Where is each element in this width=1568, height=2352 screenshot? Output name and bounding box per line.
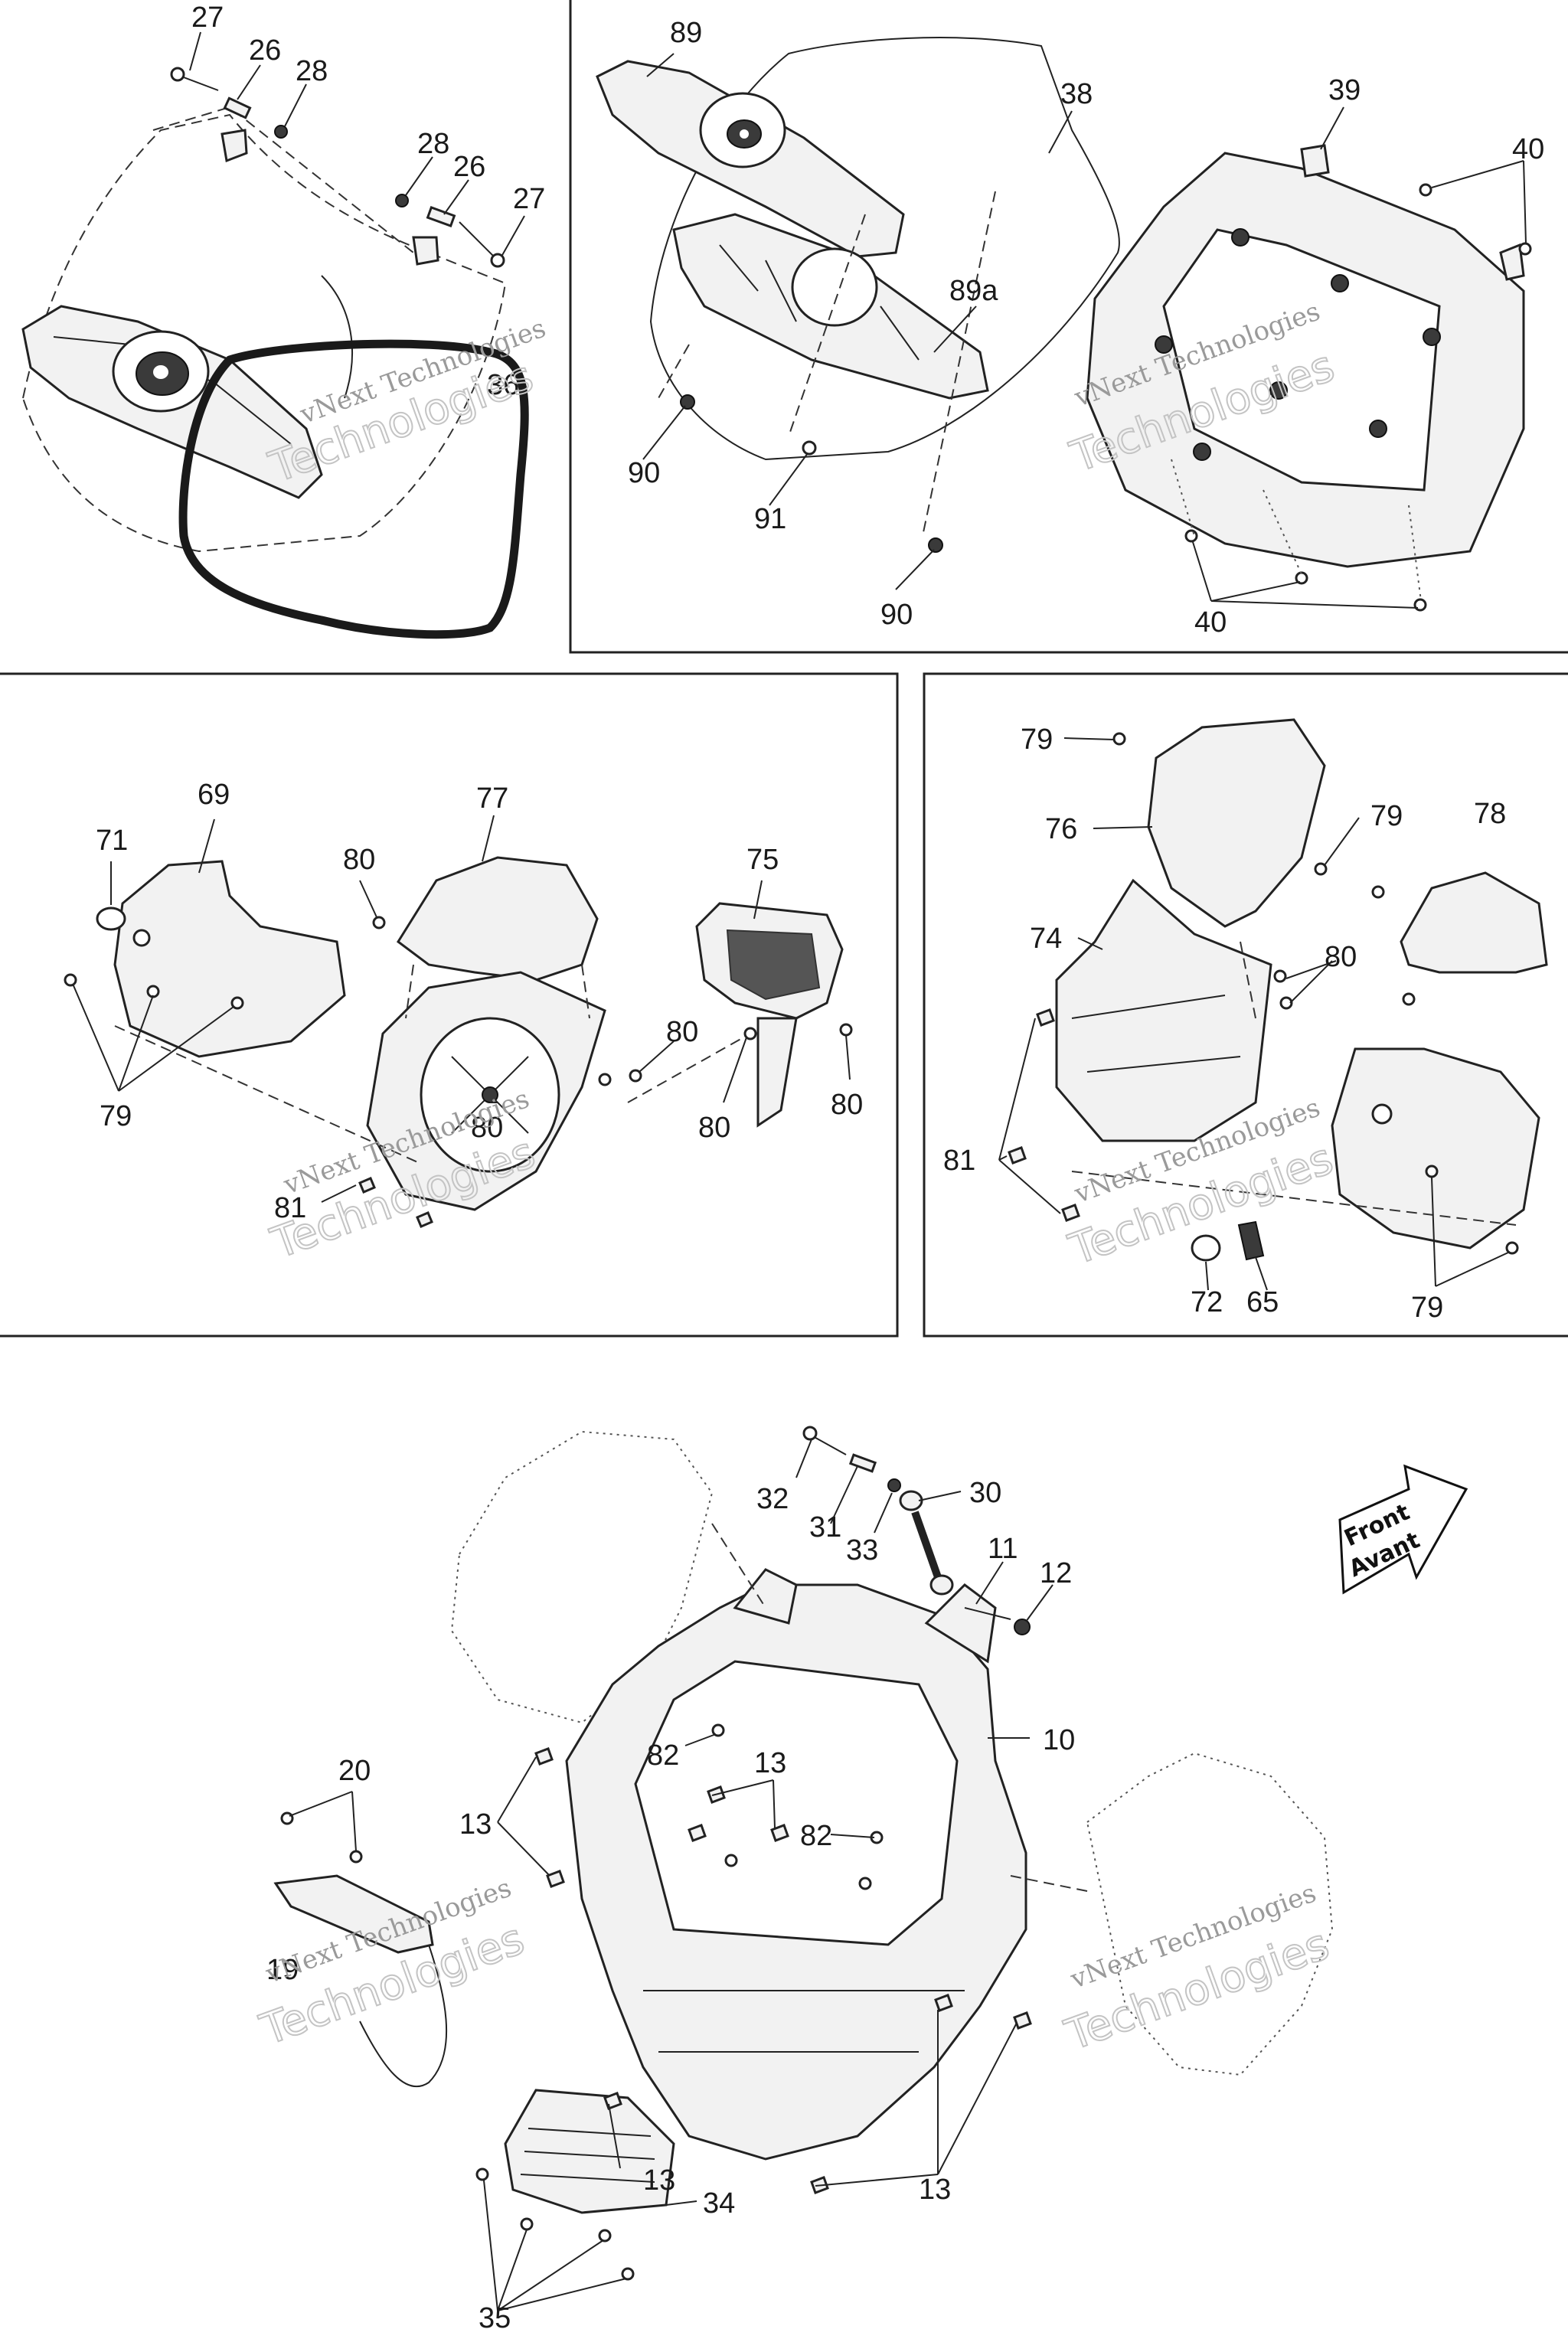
callout-90: 90 (628, 457, 660, 489)
part-71-plug (96, 906, 126, 931)
strut-assembly (802, 1426, 1031, 1635)
callout-12: 12 (1040, 1557, 1072, 1589)
part-75-vent-grille (695, 902, 844, 1128)
part-65-grommet (1237, 1220, 1265, 1261)
part-89-console (596, 60, 905, 258)
callout-26: 26 (249, 34, 281, 67)
windshield-seal (178, 339, 529, 639)
callout-13: 13 (919, 2174, 951, 2206)
panel-windshield-seal (21, 67, 529, 639)
callout-80: 80 (471, 1112, 503, 1144)
part-72-plug (1191, 1234, 1221, 1262)
callout-80: 80 (1325, 941, 1357, 973)
front-direction-arrow: Front Avant (1338, 1464, 1468, 1595)
callout-89: 89 (670, 17, 702, 49)
part-77-upper-shroud (396, 856, 599, 982)
callout-89a: 89a (949, 275, 998, 307)
callout-10: 10 (1043, 1724, 1075, 1756)
callout-26: 26 (453, 151, 485, 183)
callout-76: 76 (1045, 813, 1077, 845)
callout-78: 78 (1474, 798, 1506, 830)
screws-79-80-81 (1008, 732, 1519, 1255)
callout-30: 30 (969, 1477, 1001, 1509)
part-74-side-panel (1055, 878, 1272, 1142)
fastener-group-left (170, 67, 288, 163)
callout-31: 31 (809, 1511, 841, 1544)
callout-27: 27 (191, 2, 224, 34)
callout-38: 38 (1060, 78, 1093, 110)
callout-40: 40 (1194, 606, 1227, 639)
callout-82: 82 (647, 1740, 679, 1772)
callout-72: 72 (1191, 1286, 1223, 1318)
panel-main-housing: Front Avant (273, 1426, 1468, 2281)
lid-fastener-holes (1155, 228, 1441, 461)
callout-28: 28 (296, 55, 328, 87)
callout-74: 74 (1030, 923, 1062, 955)
callout-13: 13 (643, 2164, 675, 2197)
fastener-group-right (395, 194, 505, 268)
callout-82: 82 (800, 1820, 832, 1852)
callout-71: 71 (96, 825, 128, 857)
callout-80: 80 (343, 844, 375, 876)
callout-27: 27 (513, 183, 545, 215)
callout-labels: 27 26 28 28 26 27 36 89 38 39 40 89a 90 … (96, 2, 1544, 2334)
fan-housing (366, 971, 606, 1211)
callout-35: 35 (479, 2302, 511, 2334)
callout-13: 13 (459, 1808, 492, 1841)
screws-82 (711, 1723, 884, 1890)
callout-91: 91 (754, 503, 786, 535)
panel-right-housing (1008, 718, 1548, 1262)
callout-19: 19 (266, 1954, 299, 1986)
panel-console-trim (596, 37, 1532, 612)
callout-90: 90 (880, 599, 913, 631)
part-10-main-housing (565, 1568, 1027, 2161)
callout-79: 79 (100, 1100, 132, 1132)
part-34-tail-light (475, 2089, 675, 2281)
panel-left-housing (64, 856, 853, 1228)
part-39-latch (1300, 144, 1330, 178)
callout-28: 28 (417, 128, 449, 160)
gauge-console (21, 305, 323, 499)
part-69-side-cover (113, 860, 346, 1058)
callout-69: 69 (198, 779, 230, 811)
lower-cover (1331, 1047, 1540, 1250)
callout-34: 34 (703, 2187, 735, 2220)
callout-65: 65 (1246, 1286, 1279, 1318)
callout-80: 80 (831, 1089, 863, 1121)
panel-frames (0, 0, 1568, 1338)
speed-nuts-13 (534, 1747, 1032, 2194)
callout-81: 81 (943, 1145, 975, 1177)
callout-80: 80 (666, 1016, 698, 1048)
callout-80: 80 (698, 1112, 730, 1144)
callout-32: 32 (756, 1483, 789, 1515)
leader-lines (72, 31, 1527, 2311)
part-76-upper-cover (1147, 718, 1326, 928)
callout-33: 33 (846, 1534, 878, 1566)
callout-75: 75 (746, 844, 779, 876)
callout-39: 39 (1328, 74, 1361, 106)
callout-77: 77 (476, 782, 508, 815)
part-89a-bracket (672, 213, 989, 400)
callout-40: 40 (1512, 133, 1544, 165)
callout-11: 11 (988, 1533, 1018, 1565)
callout-20: 20 (338, 1755, 371, 1787)
callout-36: 36 (487, 369, 519, 401)
callout-79: 79 (1021, 724, 1053, 756)
callout-13: 13 (754, 1747, 786, 1779)
callout-79: 79 (1370, 800, 1403, 832)
callout-79: 79 (1411, 1292, 1443, 1324)
callout-81: 81 (274, 1192, 306, 1224)
part-38-glovebox-lid (1086, 152, 1525, 568)
part-78-cover (1400, 871, 1548, 974)
